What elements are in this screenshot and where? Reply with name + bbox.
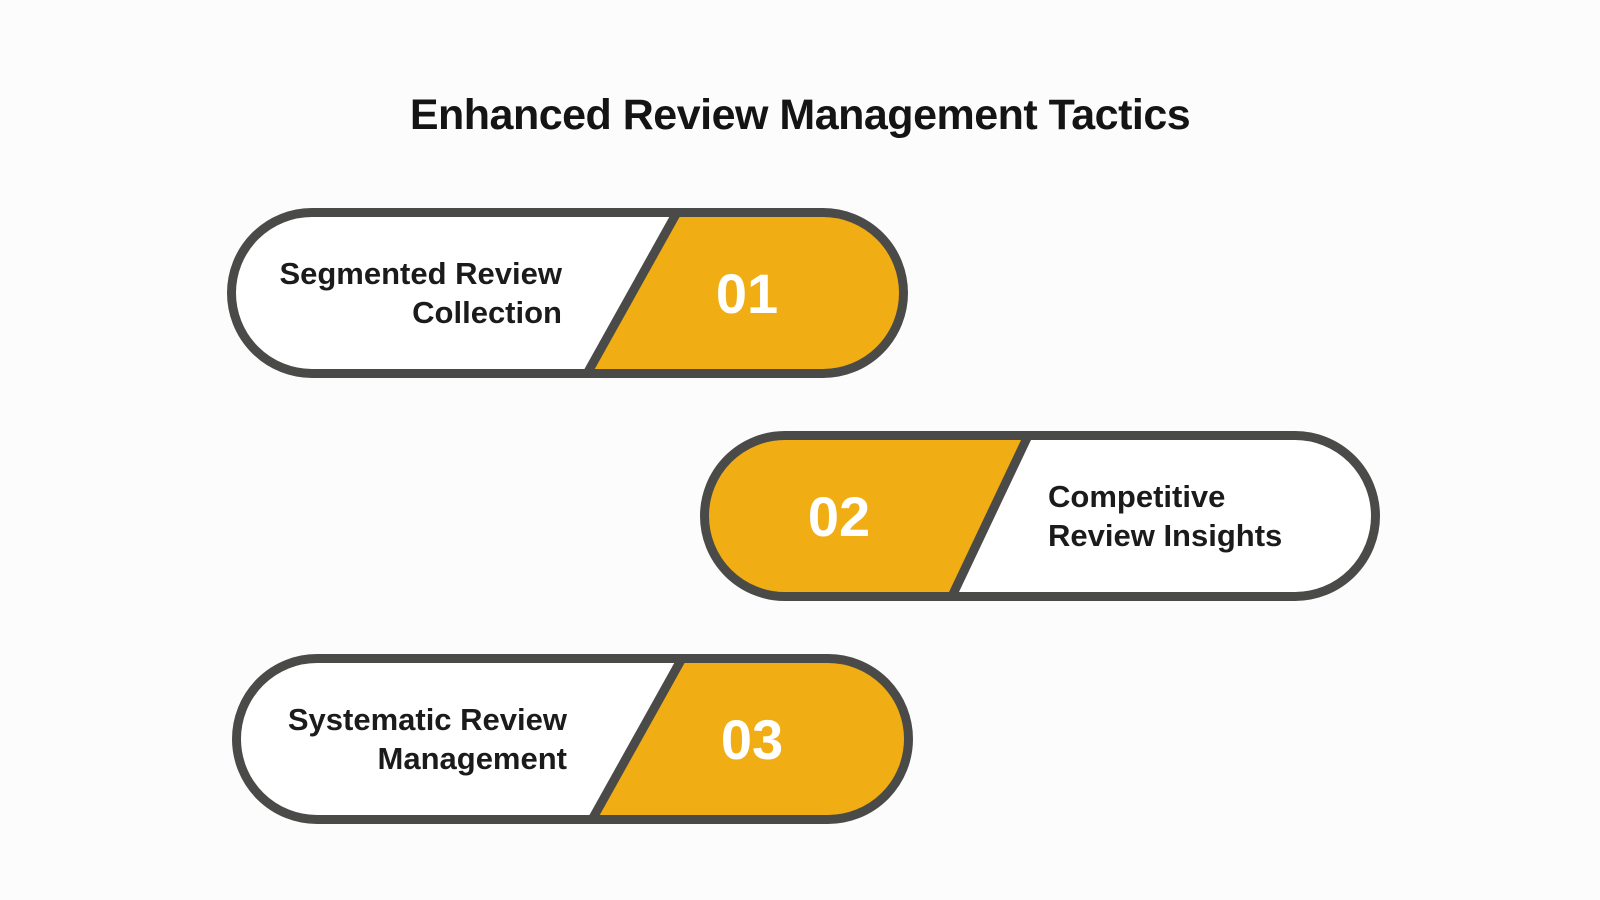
tactic-label-line: Review Insights [1048,518,1283,553]
tactic-label-line: Competitive [1048,479,1226,514]
page-title: Enhanced Review Management Tactics [409,90,1191,139]
orange-segment [704,435,1035,597]
diagonal-divider [580,658,694,820]
tactic-pill-2: 02 Competitive Review Insights [700,431,1380,601]
tactic-pill-3: Systematic Review Management 03 [232,654,913,824]
tactic-label-line: Segmented Review [279,256,562,291]
diagonal-divider [575,212,689,374]
pill-shape-graphic [232,654,913,824]
tactic-label-1: Segmented Review Collection [267,208,562,378]
diagonal-divider [940,435,1040,597]
tactic-label-line: Management [377,741,567,776]
pill-shape-graphic [700,431,1380,601]
tactic-label-2: Competitive Review Insights [1048,431,1358,601]
capsule-outline [232,654,913,824]
tactic-label-line: Collection [412,295,562,330]
tactic-number-2: 02 [807,484,871,548]
pill-shape-graphic [227,208,908,378]
capsule-outline [700,431,1380,601]
tactic-label-3: Systematic Review Management [272,654,567,824]
tactic-number-1: 01 [715,261,779,325]
tactic-label-line: Systematic Review [287,702,567,737]
tactic-number-3: 03 [720,707,784,771]
capsule-outline [227,208,908,378]
orange-segment [579,212,904,374]
tactic-pill-1: Segmented Review Collection 01 [227,208,908,378]
orange-segment [584,658,909,820]
